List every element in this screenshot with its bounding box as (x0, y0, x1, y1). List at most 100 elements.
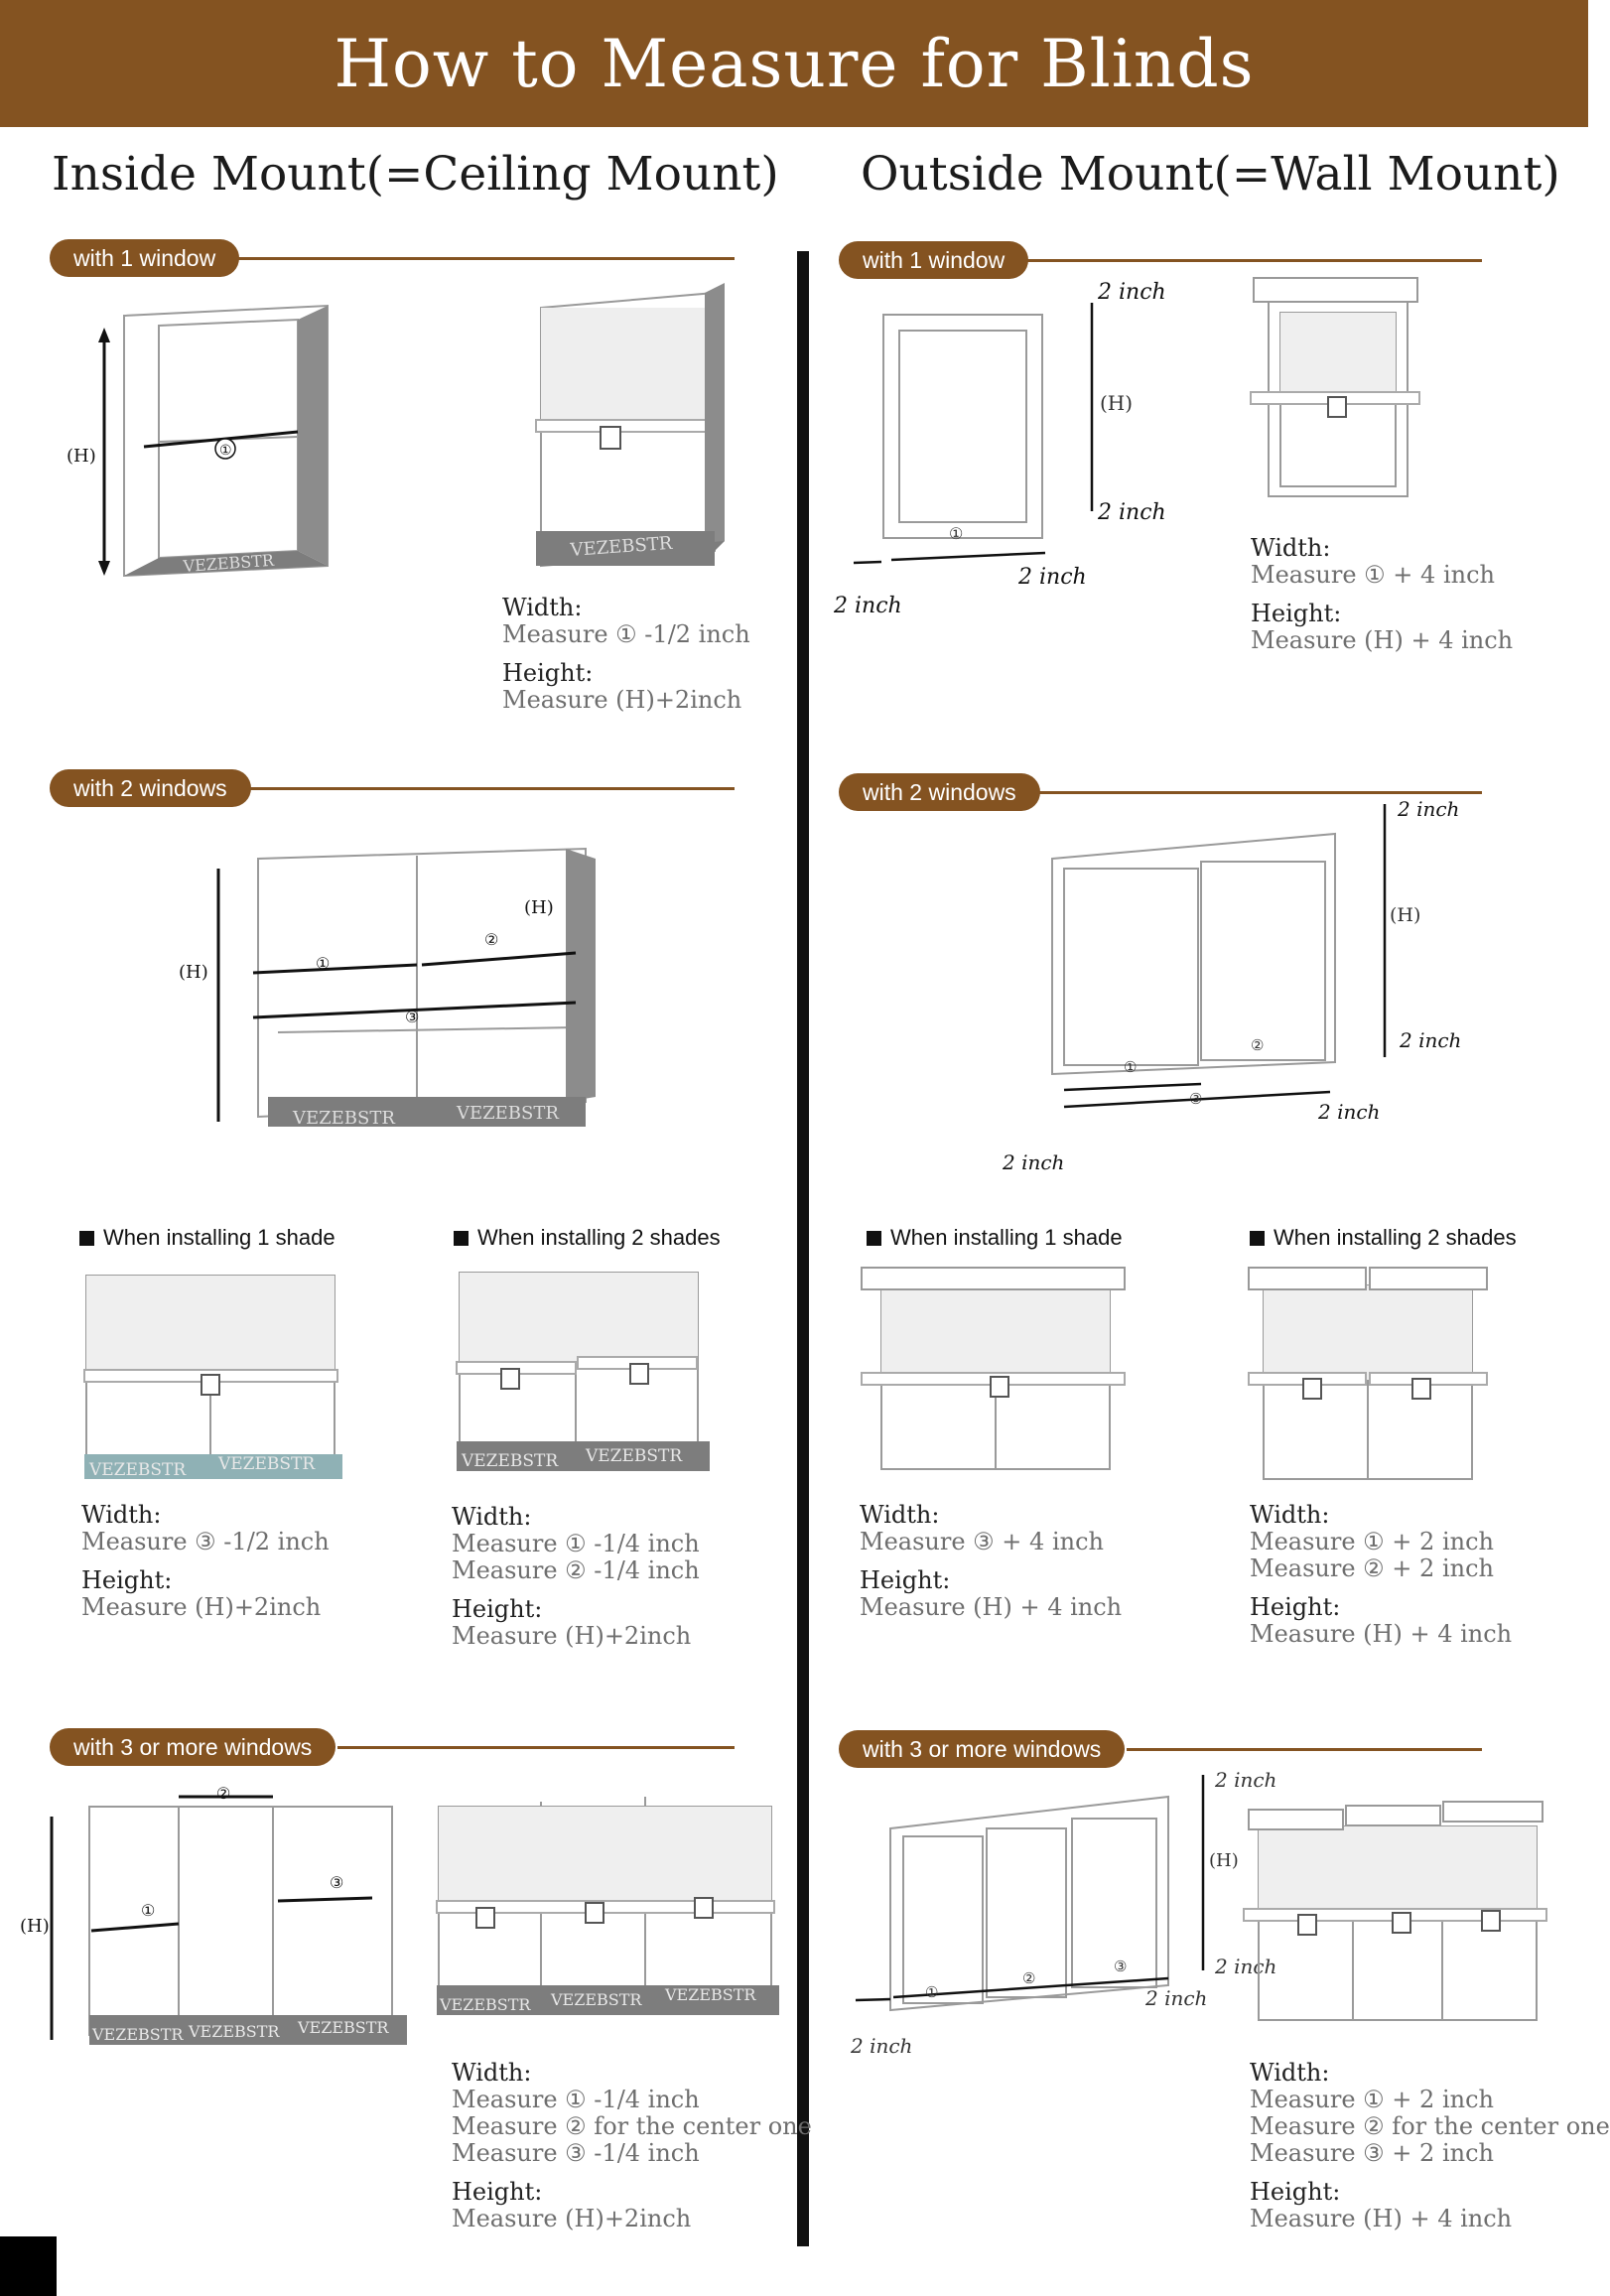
spec-inside-3: Width: Measure ① -1/4 inch Measure ② for… (452, 2060, 812, 2232)
diagram-outside-1-installed (1250, 277, 1420, 497)
width-label: Width: (1251, 534, 1331, 562)
install-one-shade-in: When installing 1 shade (79, 1225, 335, 1251)
height-value: Measure (H) + 4 inch (1250, 2205, 1513, 2232)
brand-mark: VEZEBSTR (188, 2022, 280, 2041)
section-pill: with 3 or more windows (839, 1730, 1126, 1768)
height-label: Height: (502, 659, 594, 687)
circle-3: ③ (330, 1873, 343, 1892)
install-label: When installing 1 shade (103, 1225, 335, 1250)
h-marker: (H) (524, 897, 554, 918)
circle-1: ① (949, 524, 963, 543)
width-value: Measure ② for the center one (452, 2112, 812, 2140)
section-rule (337, 1746, 735, 1749)
column-divider (797, 251, 809, 2246)
brand-mark: VEZEBSTR (664, 1985, 756, 2004)
width-value: Measure ① + 2 inch (1250, 2086, 1494, 2113)
bullet-square (867, 1230, 881, 1246)
diagram-outside-1-measure: 2 inch 2 inch 2 inch 2 inch (H) ① (833, 280, 1166, 618)
diagram-outside-2-measure: 2 inch 2 inch 2 inch 2 inch (H) ① ② ③ (1002, 797, 1461, 1174)
circle-1: ① (316, 954, 330, 973)
width-label: Width: (81, 1501, 162, 1529)
height-label: Height: (1250, 1593, 1341, 1621)
circle-1: ① (141, 1901, 155, 1920)
width-label: Width: (860, 1501, 940, 1529)
height-value: Measure (H)+2inch (81, 1593, 322, 1621)
height-label: Height: (452, 1595, 543, 1623)
install-two-shades-out: When installing 2 shades (1250, 1225, 1517, 1251)
section-pill: with 2 windows (839, 773, 1040, 811)
width-label: Width: (452, 2059, 532, 2087)
section-rule (1017, 259, 1482, 262)
brand-mark: VEZEBSTR (297, 2018, 389, 2037)
width-value: Measure ① -1/4 inch (452, 2086, 700, 2113)
section-in-1-window: with 1 window (50, 239, 735, 279)
height-value: Measure (H) + 4 inch (1251, 626, 1514, 654)
circle-1: ① (219, 443, 232, 459)
section-rule (1127, 1748, 1482, 1751)
width-value: Measure ① -1/2 inch (502, 620, 750, 648)
width-value: Measure ③ + 4 inch (860, 1528, 1104, 1555)
brand-mark: VEZEBSTR (439, 1995, 531, 2014)
width-label: Width: (1250, 1501, 1330, 1529)
two-inch-label: 2 inch (1397, 797, 1459, 821)
two-inch-label: 2 inch (1399, 1028, 1461, 1052)
corner-block (0, 2236, 57, 2296)
section-rule (228, 257, 735, 260)
circle-2: ② (484, 930, 498, 949)
section-out-1-window: with 1 window (839, 241, 1482, 281)
width-value: Measure ① -1/4 inch (452, 1530, 700, 1557)
height-value: Measure (H)+2inch (502, 686, 742, 714)
width-label: Width: (502, 594, 583, 621)
brand-mark: VEZEBSTR (461, 1451, 559, 1471)
section-pill: with 2 windows (50, 769, 251, 807)
install-label: When installing 2 shades (1274, 1225, 1517, 1250)
circle-3: ③ (1114, 1958, 1127, 1975)
install-label: When installing 1 shade (890, 1225, 1123, 1250)
bullet-square (454, 1230, 469, 1246)
spec-inside-2-one-shade: Width: Measure ③ -1/2 inch Height: Measu… (81, 1502, 330, 1621)
circle-2: ② (1251, 1036, 1264, 1054)
install-label: When installing 2 shades (477, 1225, 721, 1250)
section-in-3-windows: with 3 or more windows (50, 1728, 735, 1768)
diagram-inside-2-two-shades: VEZEBSTR VEZEBSTR (456, 1272, 710, 1471)
width-value: Measure ① + 2 inch (1250, 1528, 1494, 1555)
diagram-outside-3-installed (1243, 1801, 1547, 2021)
two-inch-label: 2 inch (1317, 1100, 1380, 1124)
brand-mark: VEZEBSTR (456, 1103, 559, 1124)
height-label: Height: (81, 1566, 173, 1594)
width-value: Measure ② + 2 inch (1250, 1554, 1494, 1582)
sill-shape (437, 1985, 779, 2015)
two-inch-label: 2 inch (1097, 280, 1166, 305)
brand-mark: VEZEBSTR (88, 1460, 187, 1480)
spec-inside-1: Width: Measure ① -1/2 inch Height: Measu… (502, 595, 750, 714)
spec-outside-2-two-shades: Width: Measure ① + 2 inch Measure ② + 2 … (1250, 1502, 1512, 1648)
circle-1: ① (925, 1983, 938, 2001)
two-inch-label: 2 inch (1144, 1986, 1207, 2010)
spec-outside-3: Width: Measure ① + 2 inch Measure ② for … (1250, 2060, 1610, 2232)
circle-3: ③ (405, 1008, 419, 1026)
height-label: Height: (860, 1566, 951, 1594)
diagram-inside-2-measure: VEZEBSTR VEZEBSTR (H) (H) ① ② ③ (179, 847, 596, 1129)
brand-mark: VEZEBSTR (550, 1990, 642, 2009)
h-marker: (H) (1209, 1850, 1239, 1871)
spec-inside-2-two-shades: Width: Measure ① -1/4 inch Measure ② -1/… (452, 1504, 700, 1650)
diagram-inside-2-one-shade: VEZEBSTR VEZEBSTR (83, 1275, 342, 1480)
diagram-outside-3-measure: 2 inch 2 inch 2 inch 2 inch (H) ① ② ③ (850, 1768, 1276, 2058)
height-value: Measure (H)+2inch (452, 2205, 692, 2232)
width-value: Measure ② -1/4 inch (452, 1556, 700, 1584)
two-inch-label: 2 inch (1097, 500, 1166, 525)
section-in-2-windows: with 2 windows (50, 769, 735, 809)
two-inch-label: 2 inch (850, 2034, 912, 2058)
sill-shape (84, 1454, 342, 1479)
width-label: Width: (1250, 2059, 1330, 2087)
install-one-shade-out: When installing 1 shade (867, 1225, 1123, 1251)
height-value: Measure (H)+2inch (452, 1622, 692, 1650)
page-title: How to Measure for Blinds (334, 25, 1255, 102)
section-out-3-windows: with 3 or more windows (839, 1730, 1482, 1770)
diagram-outside-2-two-shades (1248, 1267, 1488, 1480)
install-two-shades-in: When installing 2 shades (454, 1225, 721, 1251)
width-value: Measure ③ -1/4 inch (452, 2139, 700, 2167)
circle-2: ② (1022, 1969, 1035, 1987)
sill-shape (536, 531, 715, 566)
page-header: How to Measure for Blinds (0, 0, 1588, 127)
